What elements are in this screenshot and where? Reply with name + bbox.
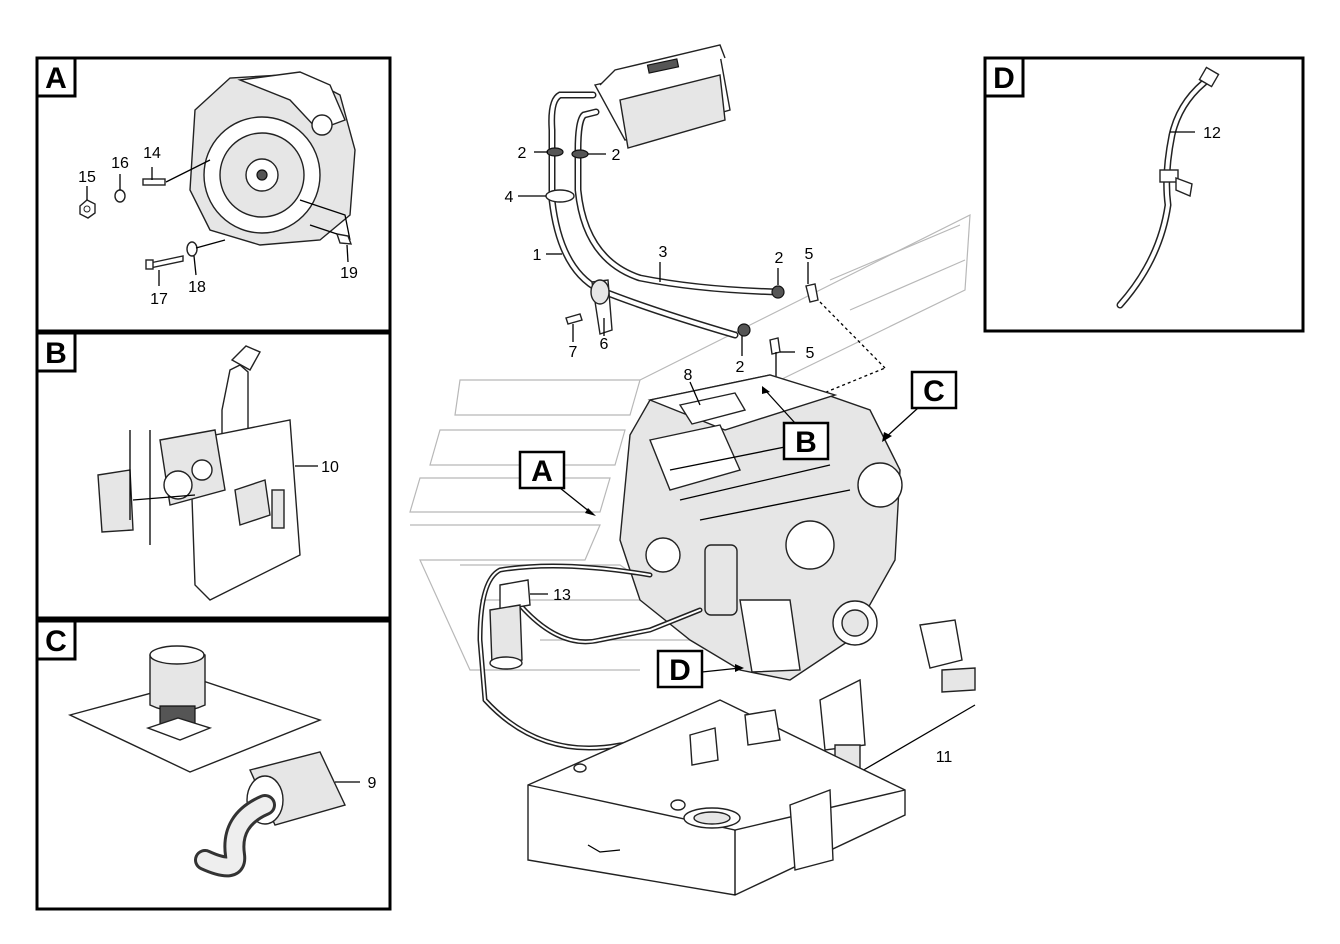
- part-label-4: 4: [505, 189, 514, 206]
- panel-d-letter: D: [993, 62, 1015, 95]
- hose-clamp: [737, 323, 751, 337]
- part-label-5: 5: [805, 246, 814, 263]
- bracket-bolt: [565, 313, 583, 325]
- flywheel-housing-illustration: [189, 71, 356, 246]
- callout-d-letter: D: [669, 654, 691, 687]
- panel-a-letter: A: [45, 62, 67, 95]
- exhaust-assembly-illustration: [97, 345, 301, 601]
- fuel-tank: [527, 699, 906, 896]
- part-label-12: 12: [1203, 125, 1221, 142]
- panel-c-letter: C: [45, 625, 67, 658]
- hose-clamp: [571, 149, 589, 159]
- part-label-19: 19: [340, 265, 358, 282]
- part-label-9: 9: [368, 775, 377, 792]
- engine-illustration: [619, 374, 903, 681]
- panel-a: A 14 15: [35, 56, 392, 333]
- frame-ghost-outline: [409, 213, 971, 671]
- hose-connector: [769, 337, 781, 355]
- panel-c: C 9: [35, 619, 392, 911]
- main-illustration: A B C D: [409, 44, 976, 896]
- panel-b-letter: B: [45, 337, 67, 370]
- part-label-18: 18: [188, 279, 206, 296]
- part-label-16: 16: [111, 155, 129, 172]
- part-label-17: 17: [150, 291, 168, 308]
- part-label-15: 15: [78, 169, 96, 186]
- part-label-5: 5: [806, 345, 815, 362]
- dipstick-tube-illustration: [1116, 66, 1220, 309]
- stud: [142, 178, 166, 186]
- part-label-8: 8: [684, 367, 693, 384]
- hose-clip: [545, 189, 575, 203]
- fuel-filter: [489, 579, 531, 670]
- callout-d: D: [656, 649, 744, 689]
- hose-clamp: [546, 147, 564, 157]
- part-label-14: 14: [143, 145, 161, 162]
- part-label-1: 1: [533, 247, 542, 264]
- part-label-13: 13: [553, 587, 571, 604]
- part-label-2: 2: [612, 147, 621, 164]
- callout-b-letter: B: [795, 426, 817, 459]
- part-label-2: 2: [518, 145, 527, 162]
- panel-d: D 12: [983, 56, 1305, 333]
- washer: [114, 189, 126, 203]
- hose-connector: [805, 283, 819, 303]
- callout-a-letter: A: [531, 455, 553, 488]
- bolt: [335, 233, 353, 245]
- air-cleaner-illustration: [67, 645, 346, 878]
- part-label-2: 2: [736, 359, 745, 376]
- fuel-hoses: [548, 91, 784, 339]
- part-label-3: 3: [659, 244, 668, 261]
- engine-mount: [919, 619, 976, 693]
- callout-c-letter: C: [923, 375, 945, 408]
- hose-clamp: [771, 285, 785, 299]
- part-label-10: 10: [321, 459, 339, 476]
- filter-housing: [593, 44, 731, 149]
- callout-b: B: [762, 386, 830, 461]
- panel-b: B 10: [35, 331, 392, 620]
- callout-c: C: [882, 370, 958, 442]
- part-label-11: 11: [936, 749, 953, 766]
- part-label-7: 7: [569, 344, 578, 361]
- part-label-6: 6: [600, 336, 609, 353]
- part-label-2: 2: [775, 250, 784, 267]
- washer: [186, 241, 198, 257]
- callout-a: A: [518, 450, 596, 516]
